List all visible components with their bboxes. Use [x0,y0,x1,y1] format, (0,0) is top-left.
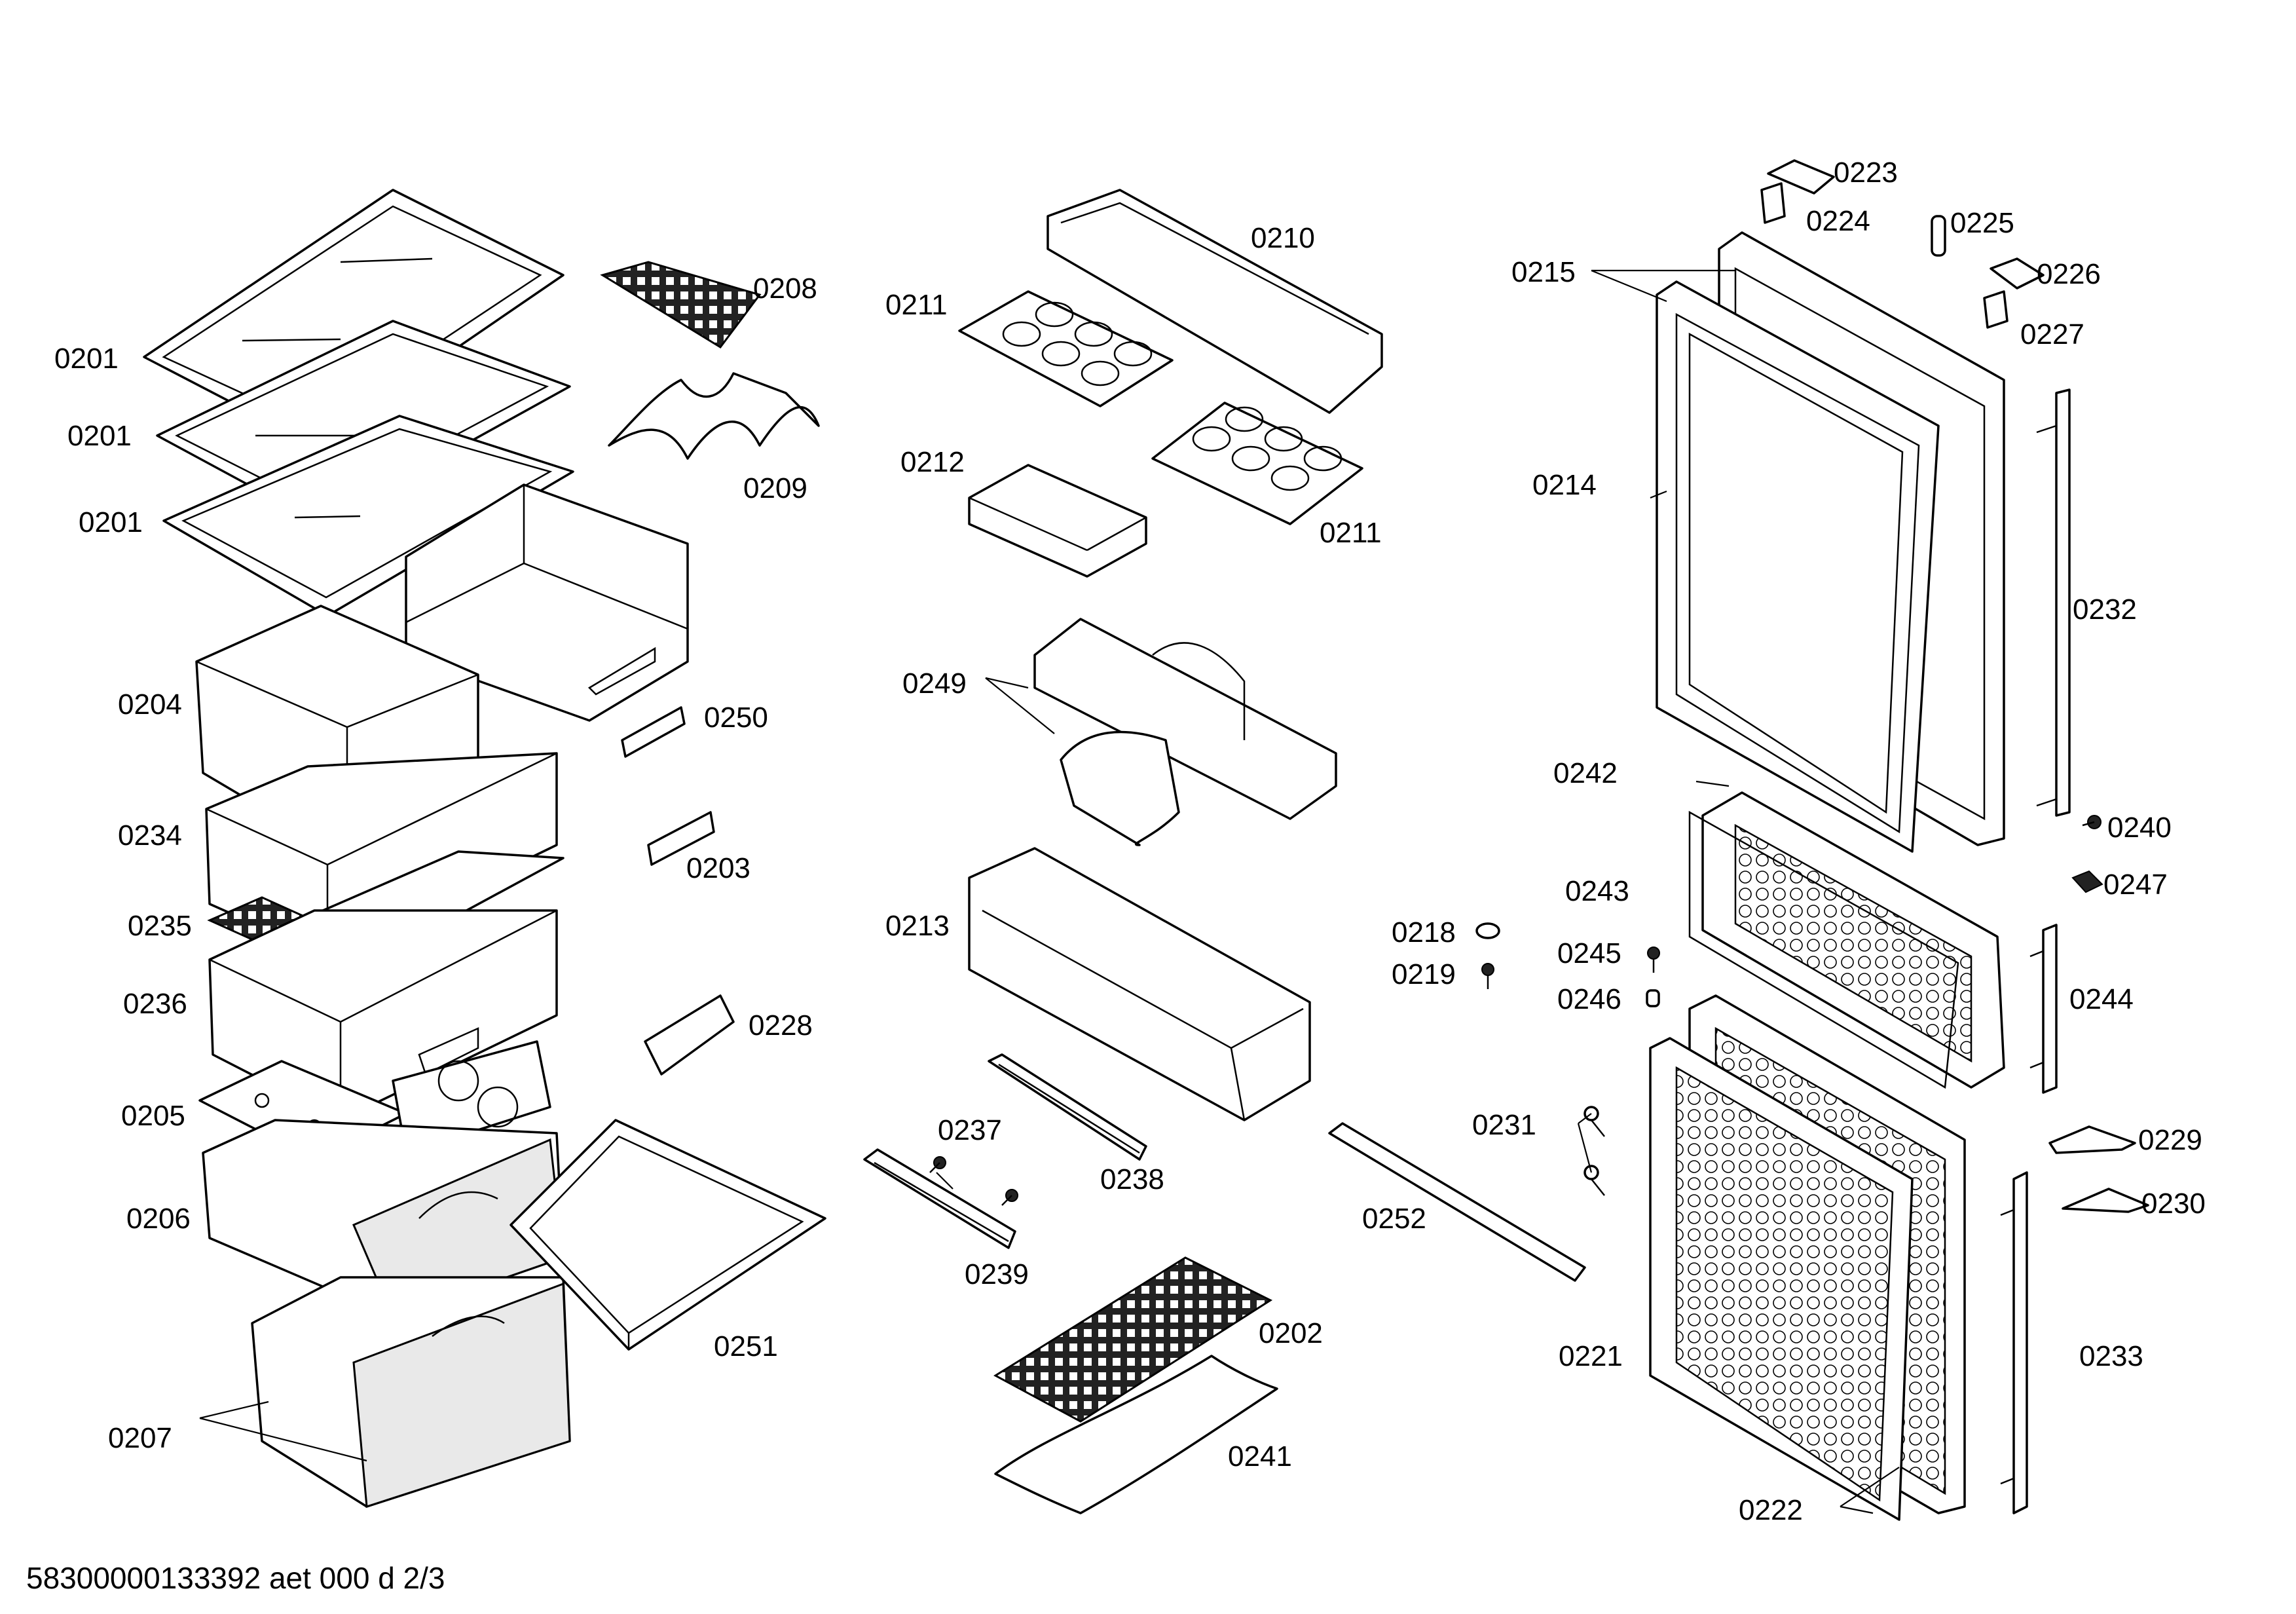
label-0201-middle: 0201 [67,420,132,452]
label-0238: 0238 [1100,1163,1164,1195]
screw-0237 [929,1156,1018,1206]
sheet-0241 [994,1355,1278,1514]
hinge-0229 [2048,1125,2136,1154]
bottle-rack [608,372,820,460]
handle-0244 [2029,924,2058,1094]
label-0203: 0203 [686,852,750,884]
label-0232: 0232 [2073,593,2137,626]
label-0218: 0218 [1392,916,1456,948]
divider-clip-0203 [647,811,715,866]
label-0243: 0243 [1565,875,1629,907]
label-0204: 0204 [118,688,182,721]
label-0221: 0221 [1559,1340,1623,1372]
label-0211-upper: 0211 [885,289,948,321]
label-0224: 0224 [1806,205,1870,237]
label-0231: 0231 [1472,1109,1536,1141]
part-labels: 0201 0201 0201 0204 0234 0235 0236 0205 … [54,157,2206,1526]
flap-frame-0243 [1688,810,1959,1089]
label-0213: 0213 [885,910,950,942]
pin-0225 [1931,215,1946,257]
screw-0240 [2082,815,2102,829]
label-0219: 0219 [1392,958,1456,990]
bottom-freezer-drawer [251,1276,571,1509]
door-shelf-0249 [1033,618,1337,846]
filter-grid-0202 [993,1256,1273,1423]
hinge-cover-0223 [1767,159,1835,195]
door-handle-0232 [2036,388,2071,817]
label-0215: 0215 [1511,256,1576,288]
cap-0226 [1990,257,2045,290]
label-0246: 0246 [1557,983,1621,1015]
glass-shelf-bottom [162,415,574,617]
label-0249: 0249 [902,667,967,700]
divider-clip-0250 [621,706,686,758]
label-0247: 0247 [2103,869,2168,901]
door-shelf-0213 [968,847,1311,1121]
label-0201-top: 0201 [54,343,119,375]
label-0245: 0245 [1557,937,1621,969]
label-0229: 0229 [2138,1124,2202,1156]
label-0222: 0222 [1739,1494,1803,1526]
screw-0245 [1647,947,1660,973]
label-0207: 0207 [108,1422,172,1454]
label-0227: 0227 [2020,318,2084,350]
label-0211-lower: 0211 [1320,517,1382,549]
label-0201-bottom: 0201 [79,506,143,538]
label-0234: 0234 [118,819,182,852]
cap-0227 [1983,290,2009,329]
label-0230: 0230 [2141,1188,2206,1220]
bar-0252 [1328,1122,1586,1282]
door-gasket-upper [1656,280,1940,853]
label-0242: 0242 [1553,757,1618,789]
egg-tray-lower [1151,402,1363,525]
rail-0238 [988,1053,1147,1161]
handle-0228 [644,994,735,1076]
label-0250: 0250 [704,702,768,734]
label-0210: 0210 [1251,222,1315,254]
label-0244: 0244 [2069,983,2134,1015]
cover-0230 [2062,1188,2149,1213]
hinge-0247 [2071,870,2103,893]
freezer-flap [1701,791,2005,1089]
label-0202: 0202 [1259,1317,1323,1349]
butter-dish-0212 [968,464,1147,578]
label-0240: 0240 [2107,812,2172,844]
label-0212: 0212 [900,446,965,478]
handle-0233 [2000,1171,2028,1514]
bush-0246 [1646,989,1660,1007]
label-0239: 0239 [965,1258,1029,1290]
ice-cube-tray [600,261,762,348]
label-0209: 0209 [743,472,807,504]
glass-shelf-lower [509,1119,826,1351]
label-0206: 0206 [126,1203,191,1235]
label-0241: 0241 [1228,1440,1292,1473]
label-0251: 0251 [714,1330,778,1362]
label-0236: 0236 [123,988,187,1020]
pin-0231 [1583,1106,1605,1196]
label-0228: 0228 [749,1009,813,1042]
label-0225: 0225 [1950,207,2014,239]
door-shelf-0210 [1046,189,1383,414]
label-0237: 0237 [938,1114,1002,1146]
label-0233: 0233 [2079,1340,2143,1372]
label-0223: 0223 [1834,157,1898,189]
leader-lines [199,269,1900,1514]
label-0252: 0252 [1362,1203,1426,1235]
label-0208: 0208 [753,272,817,305]
label-0205: 0205 [121,1100,185,1132]
door-gasket-lower [1649,1037,1914,1521]
label-0235: 0235 [128,910,192,942]
label-0226: 0226 [2037,258,2101,290]
rail-0239 [863,1148,1016,1249]
screw-0219 [1481,963,1494,989]
egg-tray-upper [958,290,1174,407]
document-code: 58300000133392 aet 000 d 2/3 [26,1561,445,1595]
cap-0218 [1475,922,1500,939]
label-0214: 0214 [1532,469,1597,501]
hinge-cover-0224 [1760,182,1786,224]
